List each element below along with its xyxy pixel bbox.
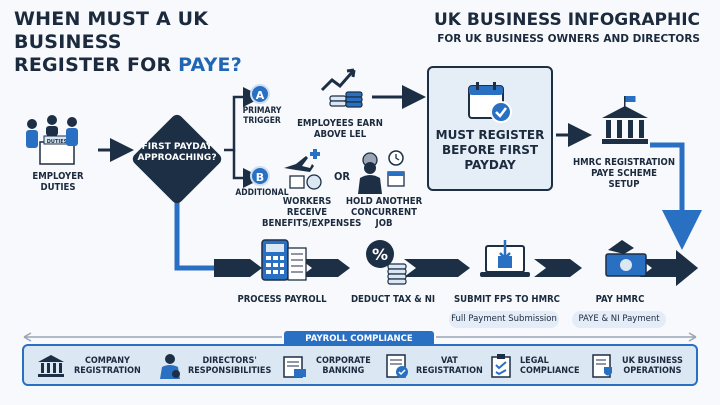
submit-laptop-icon xyxy=(478,236,534,286)
hmrc-line-2: PAYE SCHEME xyxy=(591,168,657,179)
step-process-payroll: PROCESS PAYROLL xyxy=(237,294,327,305)
right-title: UK BUSINESS INFOGRAPHIC xyxy=(433,10,700,30)
trigger-b-text1-line1: WORKERS RECEIVE xyxy=(282,196,332,218)
company-line-2: REGISTRATION xyxy=(74,366,141,376)
trigger-a-label-2: TRIGGER xyxy=(243,116,281,126)
trigger-b-text2-line2: CONCURRENT JOB xyxy=(351,207,417,229)
svg-text:%: % xyxy=(372,245,388,264)
primary-trigger-label: PRIMARY TRIGGER xyxy=(236,106,288,126)
banking-line-1: CORPORATE xyxy=(316,355,371,366)
page-title: WHEN MUST A UK BUSINESS REGISTER FOR PAY… xyxy=(14,8,274,77)
payroll-calculator-icon xyxy=(258,236,308,288)
title-line-1: WHEN MUST A UK BUSINESS xyxy=(14,8,209,53)
decision-diamond: FIRST PAYDAY APPROACHING? xyxy=(130,112,224,206)
legal-icon xyxy=(491,354,511,378)
step-submit-fps: SUBMIT FPS TO HMRC xyxy=(454,294,560,305)
must-register-box: MUST REGISTER BEFORE FIRST PAYDAY xyxy=(427,66,553,191)
pay-hmrc-pill: PAYE & NI Payment xyxy=(572,311,666,328)
banking-icon xyxy=(283,356,306,378)
fps-pill: Full Payment Submission xyxy=(449,311,559,328)
trigger-b-text1-line2: BENEFITS/EXPENSES xyxy=(262,218,362,229)
tax-percent-icon: % xyxy=(362,236,410,288)
must-line-2: BEFORE FIRST xyxy=(441,143,539,157)
or-text: OR xyxy=(334,170,351,183)
operations-icon xyxy=(592,354,612,378)
bank-icon xyxy=(38,355,64,377)
hmrc-building-icon xyxy=(598,94,652,148)
vat-icon xyxy=(386,354,408,378)
step-pay-hmrc: PAY HMRC xyxy=(595,294,645,305)
must-register-text: MUST REGISTER BEFORE FIRST PAYDAY xyxy=(429,128,551,173)
employer-label-2: DUTIES xyxy=(40,182,76,193)
trigger-a-text: EMPLOYEES EARN ABOVE LEL xyxy=(296,118,384,140)
right-subtitle: FOR UK BUSINESS OWNERS AND DIRECTORS xyxy=(437,33,700,45)
employer-duties-label: EMPLOYER DUTIES xyxy=(18,171,98,193)
trigger-a-text-2: ABOVE LEL xyxy=(313,129,367,140)
coins-growth-icon xyxy=(318,64,368,114)
duties-sign-text: DUTIES xyxy=(47,139,68,145)
banking-line-2: BANKING xyxy=(322,366,365,376)
trigger-a-label-1: PRIMARY xyxy=(242,106,282,116)
company-line-1: COMPANY xyxy=(84,355,130,366)
must-line-3: PAYDAY xyxy=(464,158,516,172)
vat-line-1: VAT xyxy=(441,355,458,366)
trigger-a-text-1: EMPLOYEES EARN xyxy=(297,118,383,129)
journey-item-label: DIRECTORS'RESPONSIBILITIES xyxy=(188,356,271,377)
directors-line-2: RESPONSIBILITIES xyxy=(188,366,272,376)
hmrc-line-1: HMRC REGISTRATION xyxy=(573,157,675,168)
operations-line-1: UK BUSINESS xyxy=(622,355,683,366)
decision-line-2: APPROACHING? xyxy=(137,153,217,163)
diamond-text: FIRST PAYDAY APPROACHING? xyxy=(130,142,224,164)
hmrc-line-3: SETUP xyxy=(608,179,640,190)
decision-line-1: FIRST PAYDAY xyxy=(141,142,213,152)
directors-line-1: DIRECTORS' xyxy=(202,355,257,366)
trigger-b-text2-line1: HOLD ANOTHER xyxy=(345,196,423,207)
title-prefix: REGISTER FOR xyxy=(14,54,179,76)
badge-a: A xyxy=(250,84,270,104)
operations-line-2: OPERATIONS xyxy=(623,366,682,376)
trigger-b-text-2: HOLD ANOTHER CONCURRENT JOB xyxy=(344,196,424,229)
step-deduct-tax: DEDUCT TAX & NI xyxy=(350,294,436,305)
vat-line-2: REGISTRATION xyxy=(416,366,483,376)
employer-icon: DUTIES xyxy=(18,112,98,168)
legal-line-2: COMPLIANCE xyxy=(520,366,580,376)
additional-label: ADDITIONAL xyxy=(235,188,289,198)
hmrc-label: HMRC REGISTRATION PAYE SCHEME SETUP xyxy=(568,157,680,190)
trigger-b-text-1: WORKERS RECEIVE BENEFITS/EXPENSES xyxy=(262,196,362,229)
calendar-check-icon xyxy=(467,80,513,124)
must-line-1: MUST REGISTER xyxy=(435,128,545,142)
legal-line-1: LEGAL xyxy=(520,355,549,366)
header-right: UK BUSINESS INFOGRAPHIC FOR UK BUSINESS … xyxy=(434,10,700,45)
title-line-2: REGISTER FOR PAYE? xyxy=(14,54,274,77)
title-accent: PAYE? xyxy=(178,54,242,76)
concurrent-job-icon xyxy=(352,150,410,194)
director-icon xyxy=(160,354,180,379)
employer-label-1: EMPLOYER xyxy=(32,171,84,182)
journey-item-directors[interactable]: DIRECTORS'RESPONSIBILITIES xyxy=(158,352,271,380)
benefits-icon xyxy=(280,149,328,192)
badge-b: B xyxy=(250,166,270,186)
pay-hmrc-icon xyxy=(598,236,654,286)
